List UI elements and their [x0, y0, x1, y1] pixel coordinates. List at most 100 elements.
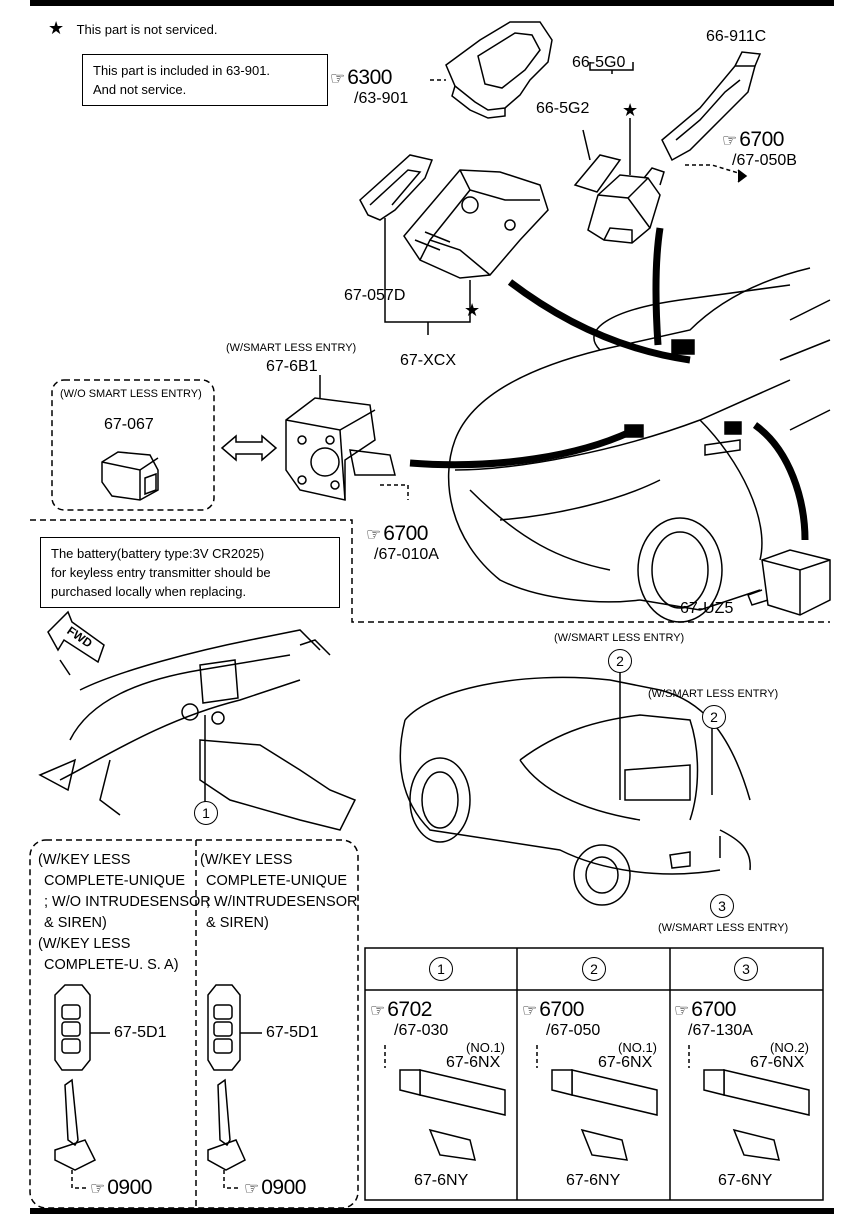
keys-right-line1: (W/KEY LESS [200, 852, 293, 868]
keys-left-line2: COMPLETE-UNIQUE [44, 873, 185, 889]
part-66-5g2: 66-5G2 [536, 100, 590, 117]
keys-right-line3: ; W/INTRUDESENSOR [206, 894, 358, 910]
hand-pointer-icon: ☞ [722, 131, 738, 150]
cond-smart-c3: (W/SMART LESS ENTRY) [658, 922, 789, 934]
table-col1-no: (NO.1) [466, 1040, 505, 1055]
part-67-uz5: 67-UZ5 [680, 600, 734, 617]
table-col1-sub: /67-030 [394, 1022, 449, 1039]
keys-box [29, 839, 359, 1209]
star-66-5g0: ★ [622, 100, 639, 120]
table-col1-num: 1 [429, 957, 453, 981]
table-col3-ref[interactable]: ☞6700 /67-130A [674, 998, 753, 1040]
unit-67-6b1 [285, 375, 409, 501]
ref-6300-sub: /63-901 [354, 90, 409, 107]
ref-0900-left-main: 0900 [107, 1176, 152, 1199]
ref-6700-b-main: 6700 [383, 522, 428, 545]
note-included: This part is included in 63-901. And not… [82, 54, 328, 106]
part-67-xcx: 67-XCX [400, 352, 457, 369]
ref-0900-right-main: 0900 [261, 1176, 306, 1199]
ref-0900-right[interactable]: ☞0900 [244, 1176, 306, 1200]
star-icon: ★ [48, 18, 65, 38]
leader-thick-1 [507, 279, 691, 364]
table-col3-no: (NO.2) [770, 1040, 809, 1055]
cover-66-911c [661, 51, 762, 183]
hand-pointer-icon: ☞ [244, 1179, 260, 1198]
leader-thick-4 [752, 422, 809, 541]
car-rear-view [204, 672, 751, 906]
hand-pointer-icon: ☞ [330, 69, 346, 88]
ref-6700-b-sub: /67-010A [374, 546, 439, 563]
note-battery-line1: The battery(battery type:3V CR2025) [51, 546, 265, 561]
note-battery-line3: purchased locally when replacing. [51, 584, 247, 599]
keyless-module-67-xcx [359, 154, 549, 335]
leader-thick-3 [409, 428, 632, 469]
callout-2a: 2 [608, 649, 632, 673]
part-67-5d1-left: 67-5D1 [114, 1024, 167, 1041]
note-battery-line2: for keyless entry transmitter should be [51, 565, 271, 580]
keys-right-line4: & SIREN) [206, 915, 269, 931]
table-col3-num: 3 [734, 957, 758, 981]
hand-pointer-icon: ☞ [674, 1001, 690, 1020]
cond-smart-6b1: (W/SMART LESS ENTRY) [226, 342, 357, 354]
keys-left-line5: (W/KEY LESS [38, 936, 131, 952]
no-smart-entry-box [51, 379, 215, 511]
table-col1-bottom: 67-6NY [414, 1172, 469, 1189]
ref-6700-b[interactable]: ☞6700 /67-010A [366, 522, 439, 564]
dashboard-interior [38, 629, 357, 831]
hand-pointer-icon: ☞ [522, 1001, 538, 1020]
table-col3-part: 67-6NX [750, 1054, 805, 1071]
hand-pointer-icon: ☞ [366, 525, 382, 544]
table-col3-sub: /67-130A [688, 1022, 753, 1039]
keys-left-text: (W/KEY LESS COMPLETE-UNIQUE ; W/O INTRUD… [38, 850, 211, 976]
part-67-057d: 67-057D [344, 287, 406, 304]
car-front-view [447, 267, 831, 623]
note-battery: The battery(battery type:3V CR2025) for … [40, 537, 340, 608]
keys-left-line4: & SIREN) [44, 915, 107, 931]
ref-6300[interactable]: ☞6300 /63-901 [330, 66, 408, 108]
antenna-table-grid [364, 947, 824, 1201]
cond-no-smart: (W/O SMART LESS ENTRY) [60, 388, 202, 400]
keys-right-line2: COMPLETE-UNIQUE [206, 873, 347, 889]
bracket-63-901 [430, 21, 553, 119]
table-col3-bottom: 67-6NY [718, 1172, 773, 1189]
table-col2-sub: /67-050 [546, 1022, 601, 1039]
table-col2-no: (NO.1) [618, 1040, 657, 1055]
keys-left-line1: (W/KEY LESS [38, 852, 131, 868]
keys-right-text: (W/KEY LESS COMPLETE-UNIQUE ; W/INTRUDES… [200, 850, 357, 934]
cond-smart-c2b: (W/SMART LESS ENTRY) [648, 688, 779, 700]
antenna-sketches [384, 1045, 810, 1161]
table-col2-num: 2 [582, 957, 606, 981]
ref-6700-a-sub: /67-050B [732, 152, 797, 169]
part-67-067-shape [101, 451, 159, 501]
part-67-067: 67-067 [104, 416, 154, 433]
part-67-uz5-shape [747, 549, 831, 616]
legend: ★ This part is not serviced. [48, 18, 217, 39]
table-col2-part: 67-6NX [598, 1054, 653, 1071]
fwd-arrow [47, 610, 105, 664]
table-col3-ref-main: 6700 [691, 998, 736, 1021]
ref-6700-a-main: 6700 [739, 128, 784, 151]
table-col2-ref[interactable]: ☞6700 /67-050 [522, 998, 600, 1040]
double-arrow [220, 434, 278, 462]
leader-thick-2 [652, 227, 664, 346]
transmitter-left [54, 984, 110, 1189]
table-col1-ref[interactable]: ☞6702 /67-030 [370, 998, 448, 1040]
part-66-5g0: 66-5G0 [572, 54, 626, 71]
part-66-911c: 66-911C [706, 28, 767, 45]
table-col2-ref-main: 6700 [539, 998, 584, 1021]
callout-1: 1 [194, 801, 218, 825]
ref-6700-a[interactable]: ☞6700 /67-050B [722, 128, 797, 170]
ref-6300-main: 6300 [347, 66, 392, 89]
hand-pointer-icon: ☞ [370, 1001, 386, 1020]
start-button-66-5g0 [573, 62, 665, 244]
legend-text: This part is not serviced. [76, 22, 218, 37]
part-67-6b1: 67-6B1 [266, 358, 318, 375]
ref-0900-left[interactable]: ☞0900 [90, 1176, 152, 1200]
cond-smart-c2a: (W/SMART LESS ENTRY) [554, 632, 685, 644]
table-col1-ref-main: 6702 [387, 998, 432, 1021]
keys-left-line3: ; W/O INTRUDESENSOR [44, 894, 211, 910]
part-67-5d1-right: 67-5D1 [266, 1024, 319, 1041]
star-67-xcx: ★ [464, 300, 481, 320]
callout-3: 3 [710, 894, 734, 918]
